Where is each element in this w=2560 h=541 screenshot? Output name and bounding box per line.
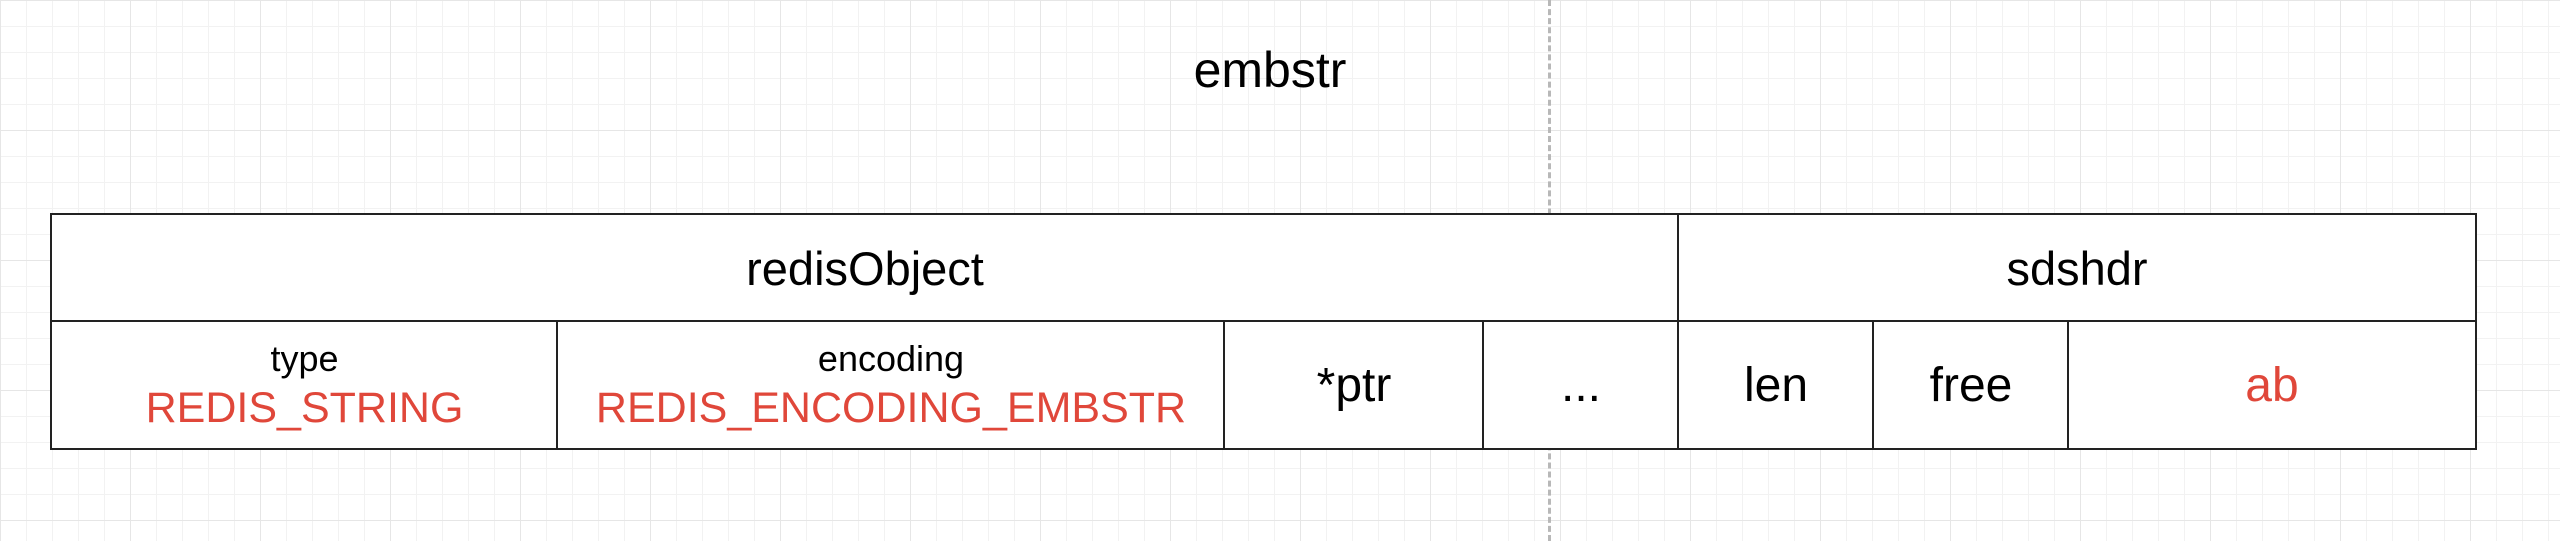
sdshdr-label: sdshdr [2006,241,2148,295]
field-encoding-value: REDIS_ENCODING_EMBSTR [595,384,1187,432]
sdshdr-header: sdshdr [1677,213,2477,323]
field-buf-name: ab [2245,358,2299,412]
field-free: free [1872,320,2070,450]
field-ellipsis-name: ... [1560,358,1601,412]
field-type: type REDIS_STRING [50,320,559,450]
field-ptr-name: *ptr [1316,358,1392,412]
field-free-name: free [1929,358,2013,412]
field-ellipsis: ... [1482,320,1680,450]
redis-object-label: redisObject [746,241,984,295]
field-buf: ab [2067,320,2477,450]
field-type-name: type [270,338,339,379]
field-encoding-name: encoding [817,338,965,379]
diagram-title: embstr [1193,42,1347,98]
field-encoding: encoding REDIS_ENCODING_EMBSTR [556,320,1226,450]
field-len: len [1677,320,1875,450]
redis-object-header: redisObject [50,213,1680,323]
field-ptr: *ptr [1223,320,1485,450]
field-len-name: len [1743,358,1809,412]
field-type-value: REDIS_STRING [145,384,464,432]
